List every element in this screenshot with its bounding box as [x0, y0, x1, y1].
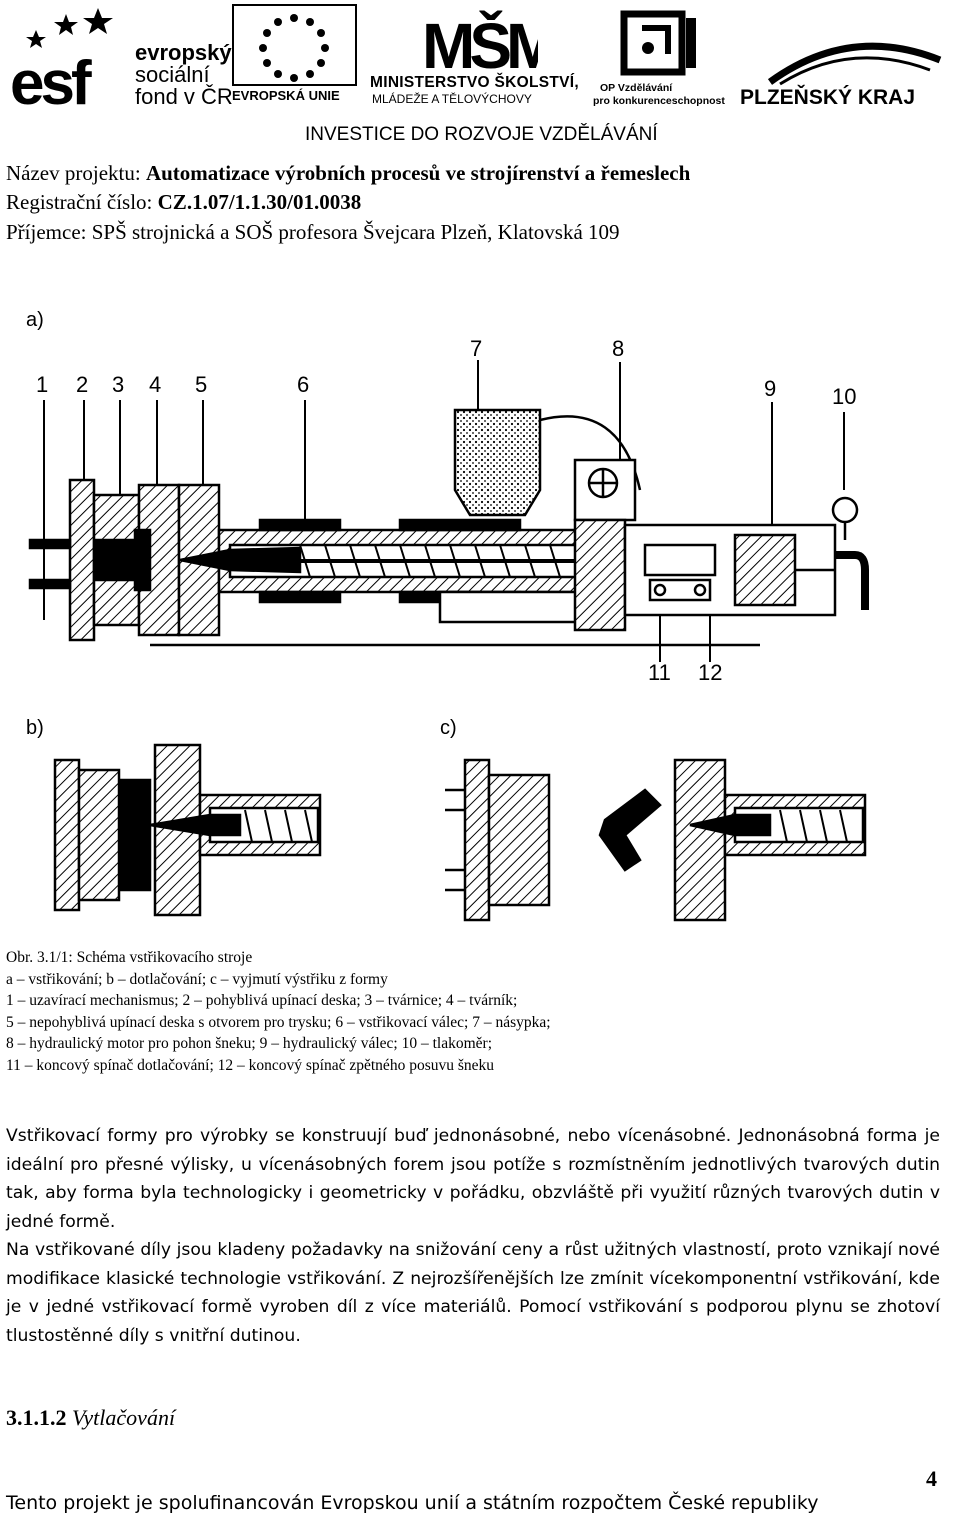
section-number: 3.1.1.2	[6, 1405, 67, 1430]
eu-stars-icon	[259, 14, 329, 82]
footer-text: Tento projekt je spolufinancován Evropsk…	[6, 1492, 819, 1514]
plzen-logo	[767, 42, 942, 86]
panel-c-label: c)	[440, 717, 457, 739]
label-3: 3	[112, 372, 124, 397]
section-title: Vytlačování	[72, 1405, 176, 1430]
msmt-mark: MŠMT	[422, 9, 538, 74]
op-subname: pro konkurenceschopnost	[593, 95, 725, 107]
esf-star-icon	[54, 14, 78, 35]
panel-a: a) 1 2 3 4 5 6 7 8 9 10 11	[26, 309, 869, 685]
paragraph-2: Na vstřikované díly jsou kladeny požadav…	[6, 1240, 940, 1346]
project-recipient: Příjemce: SPŠ strojnická a SOŠ profesora…	[6, 220, 620, 244]
label-4: 4	[149, 372, 161, 397]
project-name: Automatizace výrobních procesů ve strojí…	[145, 161, 691, 185]
esf-logo: esf	[6, 4, 136, 108]
label-10: 10	[832, 384, 856, 409]
caption-line: 5 – nepohyblivá upínací deska s otvorem …	[6, 1013, 551, 1031]
panel-c: c)	[440, 717, 867, 922]
eu-label: EVROPSKÁ UNIE	[232, 88, 340, 103]
paragraph-1: Vstřikovací formy pro výrobky se konstru…	[6, 1126, 940, 1232]
project-reg: CZ.1.07/1.1.30/01.0038	[157, 190, 362, 214]
investice-slogan: INVESTICE DO ROZVOJE VZDĚLÁVÁNÍ	[305, 124, 658, 145]
page-number: 4	[926, 1466, 937, 1491]
plzen-label: PLZEŇSKÝ KRAJ	[740, 86, 916, 109]
caption-line: 1 – uzavírací mechanismus; 2 – pohyblivá…	[6, 992, 518, 1009]
label-1: 1	[36, 372, 48, 397]
label-12: 12	[698, 660, 722, 685]
esf-star-icon	[26, 30, 46, 48]
label-9: 9	[764, 376, 776, 401]
esf-mark: esf	[10, 49, 92, 108]
part-labels: 1 2 3 4 5 6 7 8 9 10 11 12	[36, 336, 856, 685]
op-name: OP Vzdělávání	[600, 82, 673, 94]
label-6: 6	[297, 372, 309, 397]
caption-title: Obr. 3.1/1: Schéma vstřikovacího stroje	[6, 949, 253, 966]
msmt-subname: MLÁDEŽE A TĚLOVÝCHOVY	[372, 92, 532, 106]
panel-b: b)	[26, 717, 322, 917]
esf-star-icon	[83, 8, 113, 34]
project-name-line: Název projektu: Automatizace výrobních p…	[6, 161, 691, 185]
label-2: 2	[76, 372, 88, 397]
msmt-logo: MŠMT	[422, 9, 538, 74]
label-11: 11	[648, 660, 671, 685]
msmt-name: MINISTERSTVO ŠKOLSTVÍ,	[370, 74, 579, 91]
figure-caption: Obr. 3.1/1: Schéma vstřikovacího stroje …	[6, 947, 956, 1076]
section-heading: 3.1.1.2 Vytlačování	[6, 1405, 175, 1431]
label-5: 5	[195, 372, 207, 397]
eu-flag	[232, 4, 357, 86]
panel-b-label: b)	[26, 717, 44, 739]
caption-line: 8 – hydraulický motor pro pohon šneku; 9…	[6, 1035, 492, 1052]
caption-line: a – vstřikování; b – dotlačování; c – vy…	[6, 970, 388, 988]
caption-line: 11 – koncový spínač dotlačování; 12 – ko…	[6, 1056, 495, 1074]
injection-machine-figure: a) 1 2 3 4 5 6 7 8 9 10 11	[26, 309, 869, 922]
esf-name: evropský sociální fond v ČR	[135, 40, 233, 109]
project-reg-line: Registrační číslo: CZ.1.07/1.1.30/01.003…	[6, 190, 362, 214]
label-7: 7	[470, 336, 482, 361]
body-text: Vstřikovací formy pro výrobky se konstru…	[6, 1122, 940, 1350]
panel-a-label: a)	[26, 309, 44, 331]
label-8: 8	[612, 336, 624, 361]
op-logo	[620, 10, 696, 76]
